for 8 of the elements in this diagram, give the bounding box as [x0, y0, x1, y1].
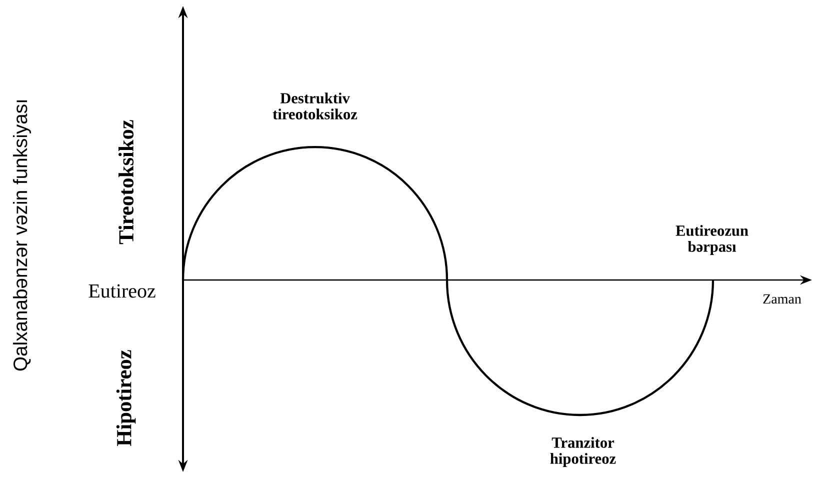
- axis-label: Eutireoz: [88, 284, 156, 298]
- curve-label: Eutireozun bərpası: [676, 225, 748, 255]
- axis-label: Zaman: [763, 294, 802, 304]
- axis-title: Qalxanabənzər vəzin funksiyası: [13, 100, 32, 371]
- axis-label: Tireotoksikoz: [118, 120, 134, 244]
- curve-label: Destruktiv tireotoksikoz: [272, 92, 358, 120]
- axis-label: Hipotireoz: [116, 350, 136, 446]
- curve-label: Tranzitor hipotireoz: [550, 437, 616, 467]
